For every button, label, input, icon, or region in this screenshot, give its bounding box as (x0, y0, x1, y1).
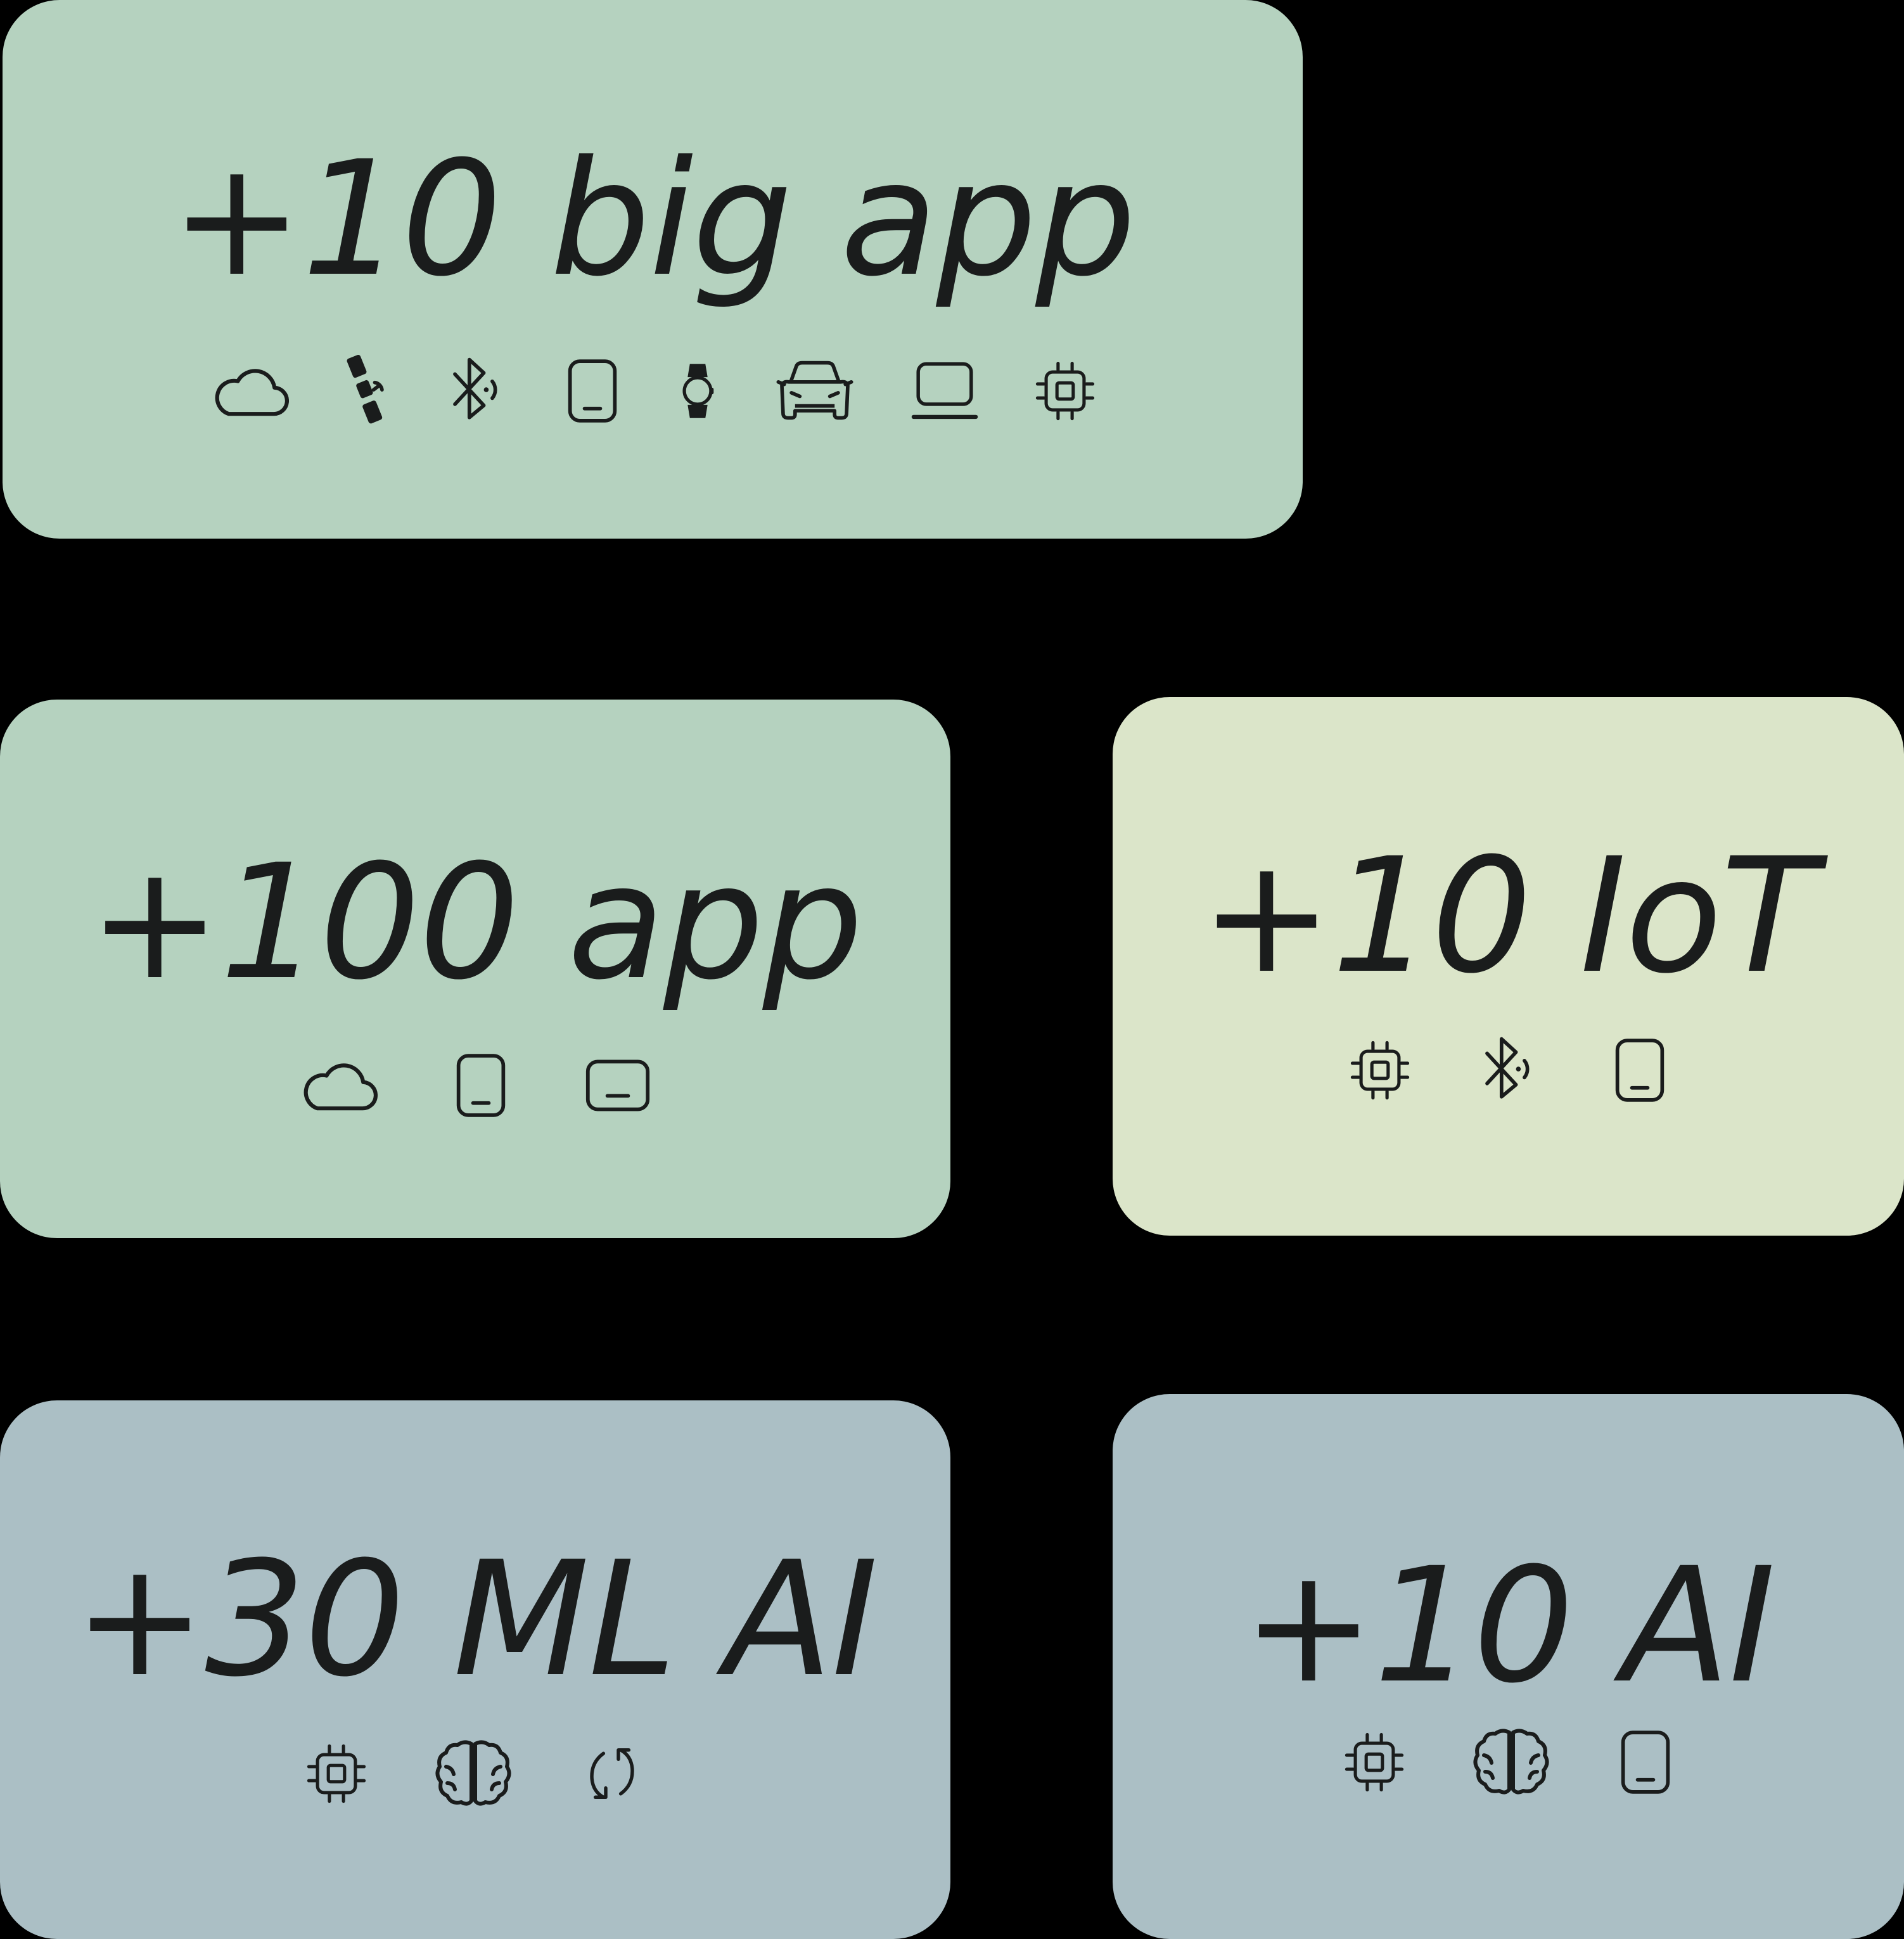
brain-icon (1470, 1727, 1552, 1797)
refresh-icon (580, 1742, 644, 1805)
icon-row (1113, 1034, 1904, 1106)
card-title: +30 ML AI (73, 1527, 878, 1712)
card-iot (1113, 697, 1904, 1236)
phone-icon (565, 357, 620, 425)
cloud-icon (299, 1056, 378, 1115)
card-ml-ai (0, 1400, 950, 1939)
laptop-icon (910, 359, 980, 423)
phone-icon (1618, 1729, 1673, 1796)
phone-icon (454, 1052, 508, 1119)
bluetooth-icon (1481, 1034, 1542, 1106)
chip-icon (1350, 1040, 1410, 1100)
icon-row (1113, 1727, 1904, 1797)
cloud-icon (210, 361, 289, 421)
card-app (0, 700, 950, 1238)
satellite-icon (345, 355, 393, 427)
card-title: +10 big app (170, 127, 1136, 311)
car-icon (776, 358, 854, 424)
chip-icon (1035, 361, 1095, 421)
card-title: +100 app (88, 830, 864, 1014)
card-title: +10 IoT (1200, 824, 1817, 1008)
watch-icon (675, 361, 720, 421)
card-title: +10 AI (1242, 1533, 1776, 1718)
chip-icon (1345, 1732, 1404, 1792)
tablet-icon (584, 1057, 651, 1114)
icon-row (3, 355, 1303, 427)
card-big-app (3, 0, 1303, 539)
icon-row (0, 1739, 950, 1808)
brain-icon (432, 1739, 514, 1808)
phone-icon (1613, 1037, 1667, 1104)
card-ai (1113, 1394, 1904, 1939)
bluetooth-icon (449, 355, 509, 427)
chip-icon (307, 1744, 366, 1803)
icon-row (0, 1052, 950, 1119)
